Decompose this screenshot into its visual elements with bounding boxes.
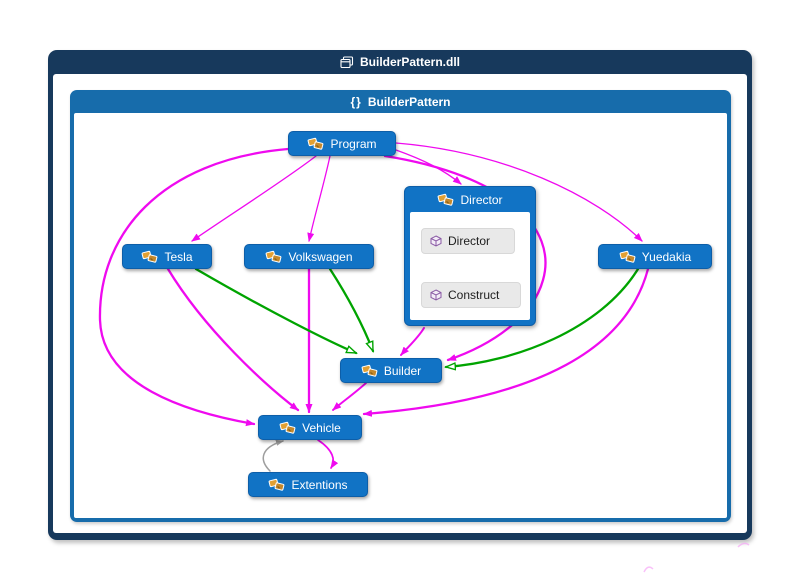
- node-director-members: Director Construct: [410, 212, 530, 320]
- node-yuedakia[interactable]: Yuedakia: [598, 244, 712, 269]
- edge-tesla-builder-inherit[interactable]: [194, 267, 356, 355]
- node-director-group[interactable]: Director Director Construct: [404, 186, 536, 326]
- node-label: Program: [330, 136, 377, 151]
- member-director-ctor[interactable]: Director: [421, 228, 515, 254]
- assembly-icon: [340, 55, 354, 69]
- class-icon: [279, 421, 296, 435]
- method-icon: [430, 235, 442, 247]
- class-icon: [361, 364, 378, 378]
- node-extentions[interactable]: Extentions: [248, 472, 368, 497]
- node-label: Builder: [383, 363, 422, 378]
- node-vehicle[interactable]: Vehicle: [258, 415, 362, 440]
- assembly-title: BuilderPattern.dll: [359, 55, 460, 69]
- namespace-container-builderpattern: {} BuilderPattern: [70, 90, 731, 522]
- node-label: Director: [460, 192, 503, 207]
- node-label: Vehicle: [302, 420, 341, 435]
- node-volkswagen[interactable]: Volkswagen: [244, 244, 374, 269]
- node-label: Volkswagen: [288, 249, 353, 264]
- node-label: Extentions: [291, 477, 348, 492]
- edge-builder-vehicle-call[interactable]: [332, 382, 367, 411]
- class-icon: [307, 137, 324, 151]
- node-director-header[interactable]: Director: [405, 187, 535, 212]
- edge-vehicle-extentions-call[interactable]: [317, 439, 339, 469]
- stray-pen-mark: [737, 542, 750, 548]
- stray-pen-mark: [643, 566, 654, 573]
- class-icon: [268, 478, 285, 492]
- edge-tesla-vehicle-call[interactable]: [166, 267, 300, 412]
- namespace-body: [74, 113, 727, 518]
- node-tesla[interactable]: Tesla: [122, 244, 212, 269]
- member-construct[interactable]: Construct: [421, 282, 521, 308]
- namespace-icon: {}: [350, 94, 362, 109]
- assembly-titlebar[interactable]: BuilderPattern.dll: [48, 50, 752, 74]
- edge-program-vehicle-call[interactable]: [98, 147, 290, 427]
- edge-yuedakia-vehicle-call[interactable]: [362, 267, 650, 417]
- edge-program-tesla-call[interactable]: [191, 155, 317, 242]
- edge-yuedakia-builder-inherit[interactable]: [446, 267, 640, 367]
- class-icon: [141, 250, 158, 264]
- edge-program-builder-call[interactable]: [383, 154, 547, 362]
- edge-director-builder-call[interactable]: [400, 327, 425, 356]
- namespace-title: BuilderPattern: [367, 94, 451, 109]
- edge-program-volkswagen-call[interactable]: [307, 155, 331, 242]
- edge-program-yuedakia-call[interactable]: [395, 142, 643, 242]
- node-builder[interactable]: Builder: [340, 358, 442, 383]
- node-label: Yuedakia: [641, 249, 692, 264]
- edge-volkswagen-builder-inherit[interactable]: [328, 267, 375, 351]
- member-label: Construct: [448, 288, 500, 302]
- class-icon: [437, 193, 454, 207]
- class-icon: [265, 250, 282, 264]
- method-icon: [430, 289, 442, 301]
- member-label: Director: [448, 234, 491, 248]
- node-program[interactable]: Program: [288, 131, 396, 156]
- class-icon: [619, 250, 636, 264]
- node-label: Tesla: [164, 249, 193, 264]
- namespace-titlebar[interactable]: {} BuilderPattern: [70, 90, 731, 113]
- edge-extentions-vehicle-reference[interactable]: [262, 440, 284, 472]
